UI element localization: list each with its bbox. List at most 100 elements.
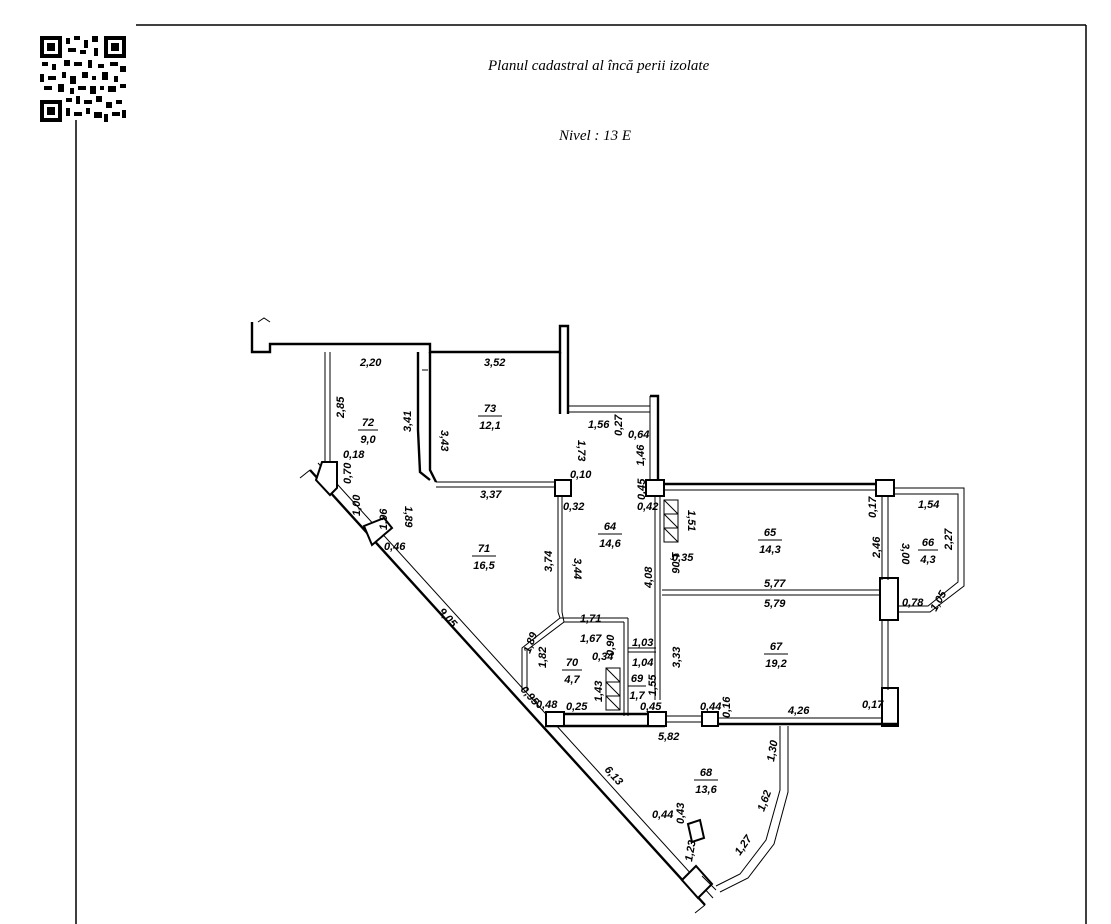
- dimension-label: 0,90: [605, 634, 617, 656]
- room-70: 70 4,7: [562, 657, 582, 686]
- dimension-label: 2,85: [335, 396, 347, 419]
- dimension-label: 0,10: [570, 469, 592, 481]
- dimension-labels: 2,20 3,52 2,85 3,41 3,43 1,56 0,27 0,64 …: [335, 357, 955, 863]
- dimension-label: 0,34: [592, 651, 613, 663]
- dimension-label: 3,52: [484, 357, 505, 369]
- dimension-label: 6,13: [602, 764, 625, 788]
- dimension-label: 1,82: [537, 647, 549, 668]
- dimension-label: 0,17: [867, 496, 879, 518]
- svg-text:13,6: 13,6: [695, 784, 717, 796]
- svg-text:14,3: 14,3: [759, 544, 780, 556]
- room-73: 73 12,1: [478, 403, 502, 432]
- svg-text:1,7: 1,7: [629, 690, 645, 702]
- dimension-label: 1,89: [402, 506, 414, 528]
- svg-text:69: 69: [631, 673, 644, 685]
- dimension-label: 1,56: [588, 419, 610, 431]
- svg-text:19,2: 19,2: [765, 658, 786, 670]
- dimension-label: 0,43: [675, 803, 687, 824]
- dimension-label: 0,32: [563, 501, 584, 513]
- plan-title: Planul cadastral al încă perii izolate: [488, 58, 710, 74]
- dimension-label: 0,78: [902, 597, 924, 609]
- dimension-label: 1,62: [756, 789, 775, 813]
- dimension-label: 1,55: [647, 674, 659, 696]
- dimension-label: 1,46: [635, 444, 647, 466]
- walls: [250, 317, 965, 914]
- svg-text:68: 68: [700, 767, 713, 779]
- room-68: 68 13,6: [694, 767, 718, 796]
- room-71: 71 16,5: [472, 543, 496, 572]
- svg-text:73: 73: [484, 403, 496, 415]
- svg-text:9,0: 9,0: [360, 434, 376, 446]
- dimension-label: 3,41: [402, 411, 414, 432]
- room-labels: 72 9,0 73 12,1 64 14,6 71 16,5 65: [358, 403, 938, 796]
- svg-text:64: 64: [604, 521, 616, 533]
- dimension-label: 3,37: [480, 489, 502, 501]
- dimension-label: 0,27: [613, 414, 625, 436]
- dimension-label: 1,06: [669, 552, 681, 574]
- dimension-label: 0,42: [637, 501, 658, 513]
- dimension-label: 0,25: [566, 701, 588, 713]
- svg-text:67: 67: [770, 641, 783, 653]
- dimension-label: 1,27: [733, 833, 756, 858]
- svg-text:4,3: 4,3: [919, 554, 935, 566]
- dimension-label: 2,27: [943, 528, 955, 551]
- dimension-label: 0,44: [700, 701, 721, 713]
- dimension-label: 0,48: [536, 699, 558, 711]
- dimension-label: 1,67: [580, 633, 602, 645]
- dimension-label: 0,45: [636, 478, 648, 500]
- room-66: 66 4,3: [918, 537, 938, 566]
- dimension-label: 3,44: [571, 558, 583, 579]
- qr-code-icon: [40, 36, 126, 122]
- dimension-label: 0,44: [652, 809, 673, 821]
- dimension-label: 0,64: [628, 429, 649, 441]
- dimension-label: 2,20: [359, 357, 382, 369]
- dimension-label: 5,79: [764, 598, 786, 610]
- dimension-label: 3,43: [438, 430, 450, 451]
- svg-text:16,5: 16,5: [473, 560, 495, 572]
- dimension-label: 2,46: [871, 536, 883, 559]
- room-67: 67 19,2: [764, 641, 788, 670]
- dimension-label: 0,17: [862, 699, 884, 711]
- room-65: 65 14,3: [758, 527, 782, 556]
- svg-text:71: 71: [478, 543, 490, 555]
- dimension-label: 4,08: [643, 566, 655, 589]
- level-label: Nivel : 13 E: [559, 128, 632, 144]
- dimension-label: 3,33: [671, 647, 683, 668]
- svg-text:72: 72: [362, 417, 374, 429]
- dimension-label: 1,43: [593, 681, 605, 702]
- svg-text:66: 66: [922, 537, 935, 549]
- dimension-label: 5,77: [764, 578, 786, 590]
- dimension-label: 0,35: [672, 552, 694, 564]
- dimension-label: 0,46: [384, 541, 406, 553]
- dimension-label: 9,05: [436, 606, 460, 631]
- dimension-label: 1,04: [632, 657, 653, 669]
- dimension-label: 4,26: [787, 705, 810, 717]
- dimension-label: 1,23: [683, 839, 699, 862]
- dimension-label: 1,03: [632, 637, 653, 649]
- dimension-label: 1,30: [765, 738, 781, 762]
- dimension-label: 1,00: [351, 494, 363, 516]
- dimension-label: 3,00: [899, 543, 911, 565]
- dimension-label: 5,82: [658, 731, 679, 743]
- svg-text:70: 70: [566, 657, 579, 669]
- dimension-label: 1,51: [685, 510, 697, 531]
- dimension-label: 0,45: [640, 701, 662, 713]
- svg-text:14,6: 14,6: [599, 538, 621, 550]
- svg-text:4,7: 4,7: [563, 674, 580, 686]
- svg-text:12,1: 12,1: [479, 420, 500, 432]
- sheet-border: [75, 24, 1087, 924]
- dimension-label: 0,16: [721, 696, 733, 718]
- dimension-label: 0,70: [342, 462, 354, 484]
- dimension-label: 1,71: [580, 613, 601, 625]
- dimension-label: 0,18: [343, 449, 365, 461]
- svg-text:65: 65: [764, 527, 777, 539]
- dimension-label: 1,54: [918, 499, 939, 511]
- room-72: 72 9,0: [358, 417, 378, 446]
- dimension-label: 1,96: [378, 508, 390, 530]
- room-69: 69 1,7: [628, 673, 646, 702]
- dimension-label: 1,05: [928, 588, 950, 613]
- room-64: 64 14,6: [598, 521, 622, 550]
- dimension-label: 1,73: [575, 440, 587, 461]
